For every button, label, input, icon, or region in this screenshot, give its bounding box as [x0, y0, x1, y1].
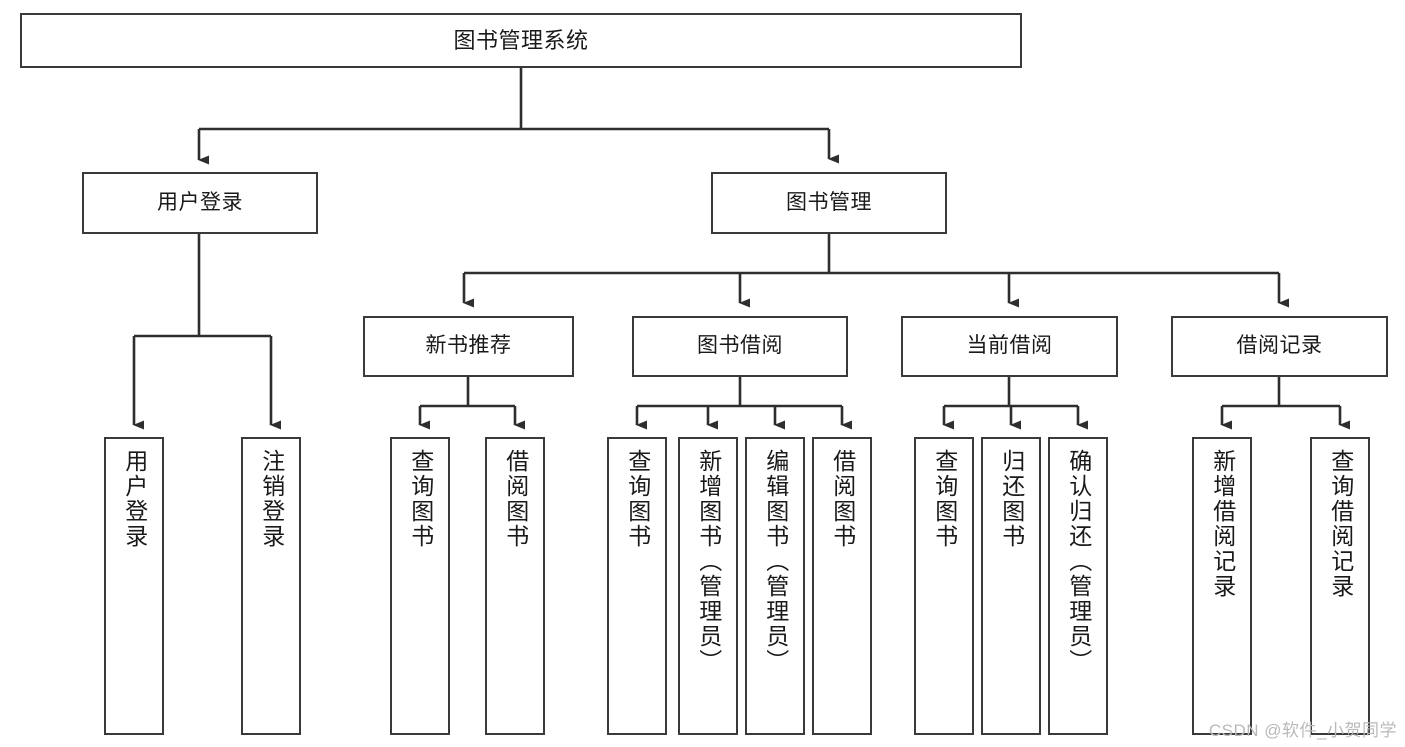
node-label: 新增图书（管理员）: [695, 449, 722, 674]
node-label: 用户登录: [157, 190, 243, 214]
node-book-borrow[interactable]: 图书借阅: [632, 316, 848, 377]
leaf-records-query-record[interactable]: 查询借阅记录: [1310, 437, 1370, 735]
leaf-new-book-query[interactable]: 查询图书: [390, 437, 450, 735]
leaf-borrow-edit-book-admin[interactable]: 编辑图书（管理员）: [745, 437, 805, 735]
leaf-current-query-book[interactable]: 查询图书: [914, 437, 974, 735]
node-label: 查询借阅记录: [1327, 449, 1354, 599]
leaf-borrow-query-book[interactable]: 查询图书: [607, 437, 667, 735]
node-label: 图书管理: [786, 190, 872, 214]
node-label: 归还图书: [998, 449, 1025, 549]
node-label: 查询图书: [407, 449, 434, 549]
leaf-user-login-login[interactable]: 用户登录: [104, 437, 164, 735]
leaf-new-book-borrow[interactable]: 借阅图书: [485, 437, 545, 735]
leaf-current-return-book[interactable]: 归还图书: [981, 437, 1041, 735]
node-label: 查询图书: [931, 449, 958, 549]
leaf-current-confirm-return-admin[interactable]: 确认归还（管理员）: [1048, 437, 1108, 735]
node-borrow-records[interactable]: 借阅记录: [1171, 316, 1388, 377]
node-label: 确认归还（管理员）: [1065, 449, 1092, 674]
node-book-management[interactable]: 图书管理: [711, 172, 947, 234]
node-label: 新书推荐: [425, 334, 512, 358]
leaf-borrow-borrow-book[interactable]: 借阅图书: [812, 437, 872, 735]
node-label: 图书管理系统: [453, 27, 589, 53]
node-label: 新增借阅记录: [1209, 449, 1236, 599]
node-root-system[interactable]: 图书管理系统: [20, 13, 1022, 68]
csdn-watermark: CSDN @软件_小贺同学: [1208, 721, 1397, 740]
node-label: 借阅记录: [1236, 334, 1323, 358]
node-label: 编辑图书（管理员）: [762, 449, 789, 674]
node-label: 当前借阅: [966, 334, 1053, 358]
leaf-records-add-record[interactable]: 新增借阅记录: [1192, 437, 1252, 735]
node-user-login[interactable]: 用户登录: [82, 172, 318, 234]
leaf-user-login-logout[interactable]: 注销登录: [241, 437, 301, 735]
node-label: 查询图书: [624, 449, 651, 549]
node-current-borrow[interactable]: 当前借阅: [901, 316, 1118, 377]
node-label: 借阅图书: [829, 449, 856, 549]
node-label: 用户登录: [121, 449, 148, 549]
node-label: 借阅图书: [502, 449, 529, 549]
leaf-borrow-add-book-admin[interactable]: 新增图书（管理员）: [678, 437, 738, 735]
node-new-book-recommend[interactable]: 新书推荐: [363, 316, 574, 377]
node-label: 注销登录: [258, 449, 285, 549]
node-label: 图书借阅: [697, 334, 783, 358]
